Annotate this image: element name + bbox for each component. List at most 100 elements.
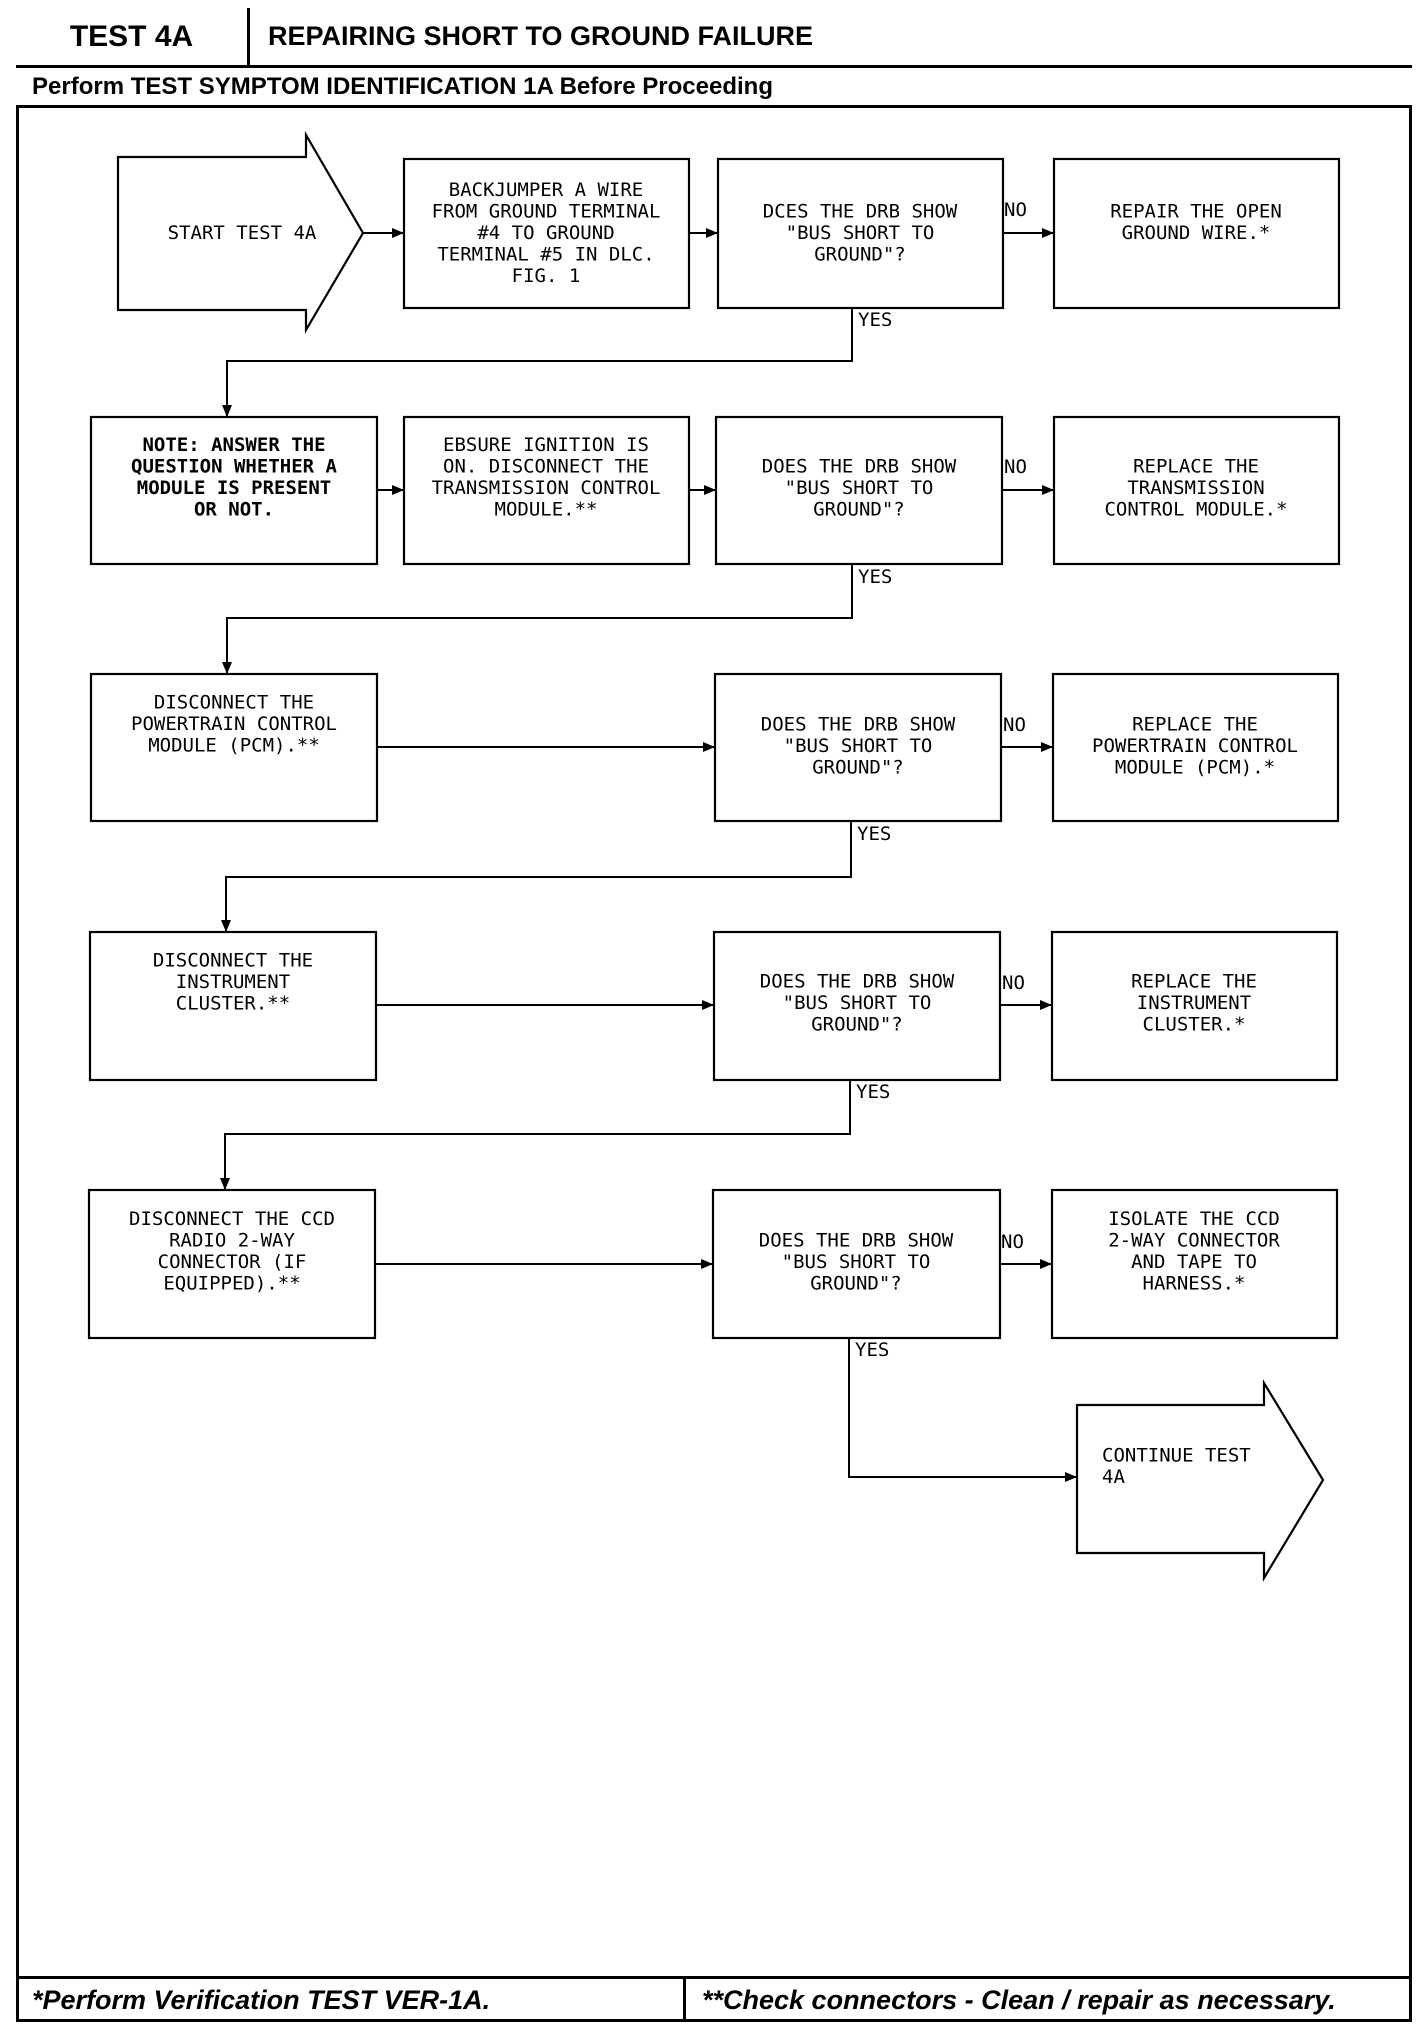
text-line: GROUND"? bbox=[812, 757, 904, 779]
text-line: CONTINUE TEST bbox=[1102, 1444, 1251, 1466]
row1-no-result-box bbox=[1052, 157, 1341, 310]
no-label-row4: NO bbox=[1002, 972, 1025, 994]
text-line: START TEST 4A bbox=[168, 222, 317, 244]
text-line: DOES THE DRB SHOW bbox=[762, 456, 957, 478]
text-line: GROUND"? bbox=[813, 499, 905, 521]
text-line: CONNECTOR (IF bbox=[158, 1251, 307, 1273]
start-label: START TEST 4A bbox=[168, 222, 317, 244]
text-line: POWERTRAIN CONTROL bbox=[1092, 735, 1298, 757]
text-line: OR NOT. bbox=[194, 498, 274, 520]
yes-label-row2: YES bbox=[858, 566, 892, 588]
end-arrow-shape bbox=[1075, 1379, 1325, 1582]
text-line: ON. DISCONNECT THE bbox=[443, 455, 649, 477]
test-title: REPAIRING SHORT TO GROUND FAILURE bbox=[250, 8, 1412, 68]
yes-label-row4: YES bbox=[856, 1081, 890, 1103]
test-id: TEST 4A bbox=[16, 8, 250, 68]
footer-connector-note: **Check connectors - Clean / repair as n… bbox=[686, 1976, 1412, 2022]
text-line: REPLACE THE bbox=[1133, 456, 1259, 478]
text-line: DOES THE DRB SHOW bbox=[761, 714, 956, 736]
text-line: CONTROL MODULE.* bbox=[1104, 499, 1287, 521]
text-line: GROUND"? bbox=[814, 244, 906, 266]
text-line: GROUND"? bbox=[810, 1273, 902, 1295]
text-line: MODULE IS PRESENT bbox=[137, 477, 331, 499]
yes-label-row1: YES bbox=[858, 309, 892, 331]
row2-no-result-box bbox=[1052, 415, 1341, 566]
yes-label-row3: YES bbox=[857, 823, 891, 845]
text-line: HARNESS.* bbox=[1143, 1272, 1246, 1294]
text-line: 2-WAY CONNECTOR bbox=[1108, 1229, 1280, 1251]
text-line: INSTRUMENT bbox=[176, 971, 290, 993]
connector bbox=[222, 308, 853, 417]
connector bbox=[220, 1080, 851, 1190]
text-line: EQUIPPED).** bbox=[163, 1272, 300, 1294]
text-line: POWERTRAIN CONTROL bbox=[131, 713, 337, 735]
text-line: "BUS SHORT TO bbox=[786, 222, 935, 244]
start-arrow-shape bbox=[116, 130, 365, 335]
text-line: DISCONNECT THE bbox=[153, 950, 313, 972]
text-line: TERMINAL #5 IN DLC. bbox=[437, 244, 654, 266]
text-line: DISCONNECT THE bbox=[154, 692, 314, 714]
text-line: NOTE: ANSWER THE bbox=[142, 434, 325, 456]
row3-no-result-box bbox=[1051, 672, 1340, 823]
text-line: INSTRUMENT bbox=[1137, 992, 1251, 1014]
no-label-row3: NO bbox=[1003, 714, 1026, 736]
no-label-row2: NO bbox=[1004, 456, 1027, 478]
text-line: "BUS SHORT TO bbox=[784, 735, 933, 757]
text-line: GROUND"? bbox=[811, 1014, 903, 1036]
no-label-row5: NO bbox=[1001, 1231, 1024, 1253]
footer-verification-note: *Perform Verification TEST VER-1A. bbox=[16, 1976, 686, 2022]
text-line: MODULE (PCM).* bbox=[1115, 757, 1275, 779]
text-line: #4 TO GROUND bbox=[477, 222, 614, 244]
text-line: FROM GROUND TERMINAL bbox=[432, 201, 661, 223]
text-line: MODULE.** bbox=[495, 498, 598, 520]
text-line: FIG. 1 bbox=[512, 265, 581, 287]
connector bbox=[848, 1338, 1077, 1482]
text-line: REPLACE THE bbox=[1132, 714, 1258, 736]
text-line: REPAIR THE OPEN bbox=[1110, 200, 1282, 222]
row5-no-result-box bbox=[1050, 1188, 1339, 1340]
connector bbox=[222, 564, 853, 674]
text-line: DOES THE DRB SHOW bbox=[760, 971, 955, 993]
text-line: RADIO 2-WAY bbox=[169, 1229, 295, 1251]
text-line: 4A bbox=[1102, 1466, 1125, 1488]
text-line: REPLACE THE bbox=[1131, 971, 1257, 993]
text-line: EBSURE IGNITION IS bbox=[443, 434, 649, 456]
text-line: CLUSTER.* bbox=[1143, 1014, 1246, 1036]
prerequisite-note: Perform TEST SYMPTOM IDENTIFICATION 1A B… bbox=[16, 68, 1412, 108]
text-line: GROUND WIRE.* bbox=[1122, 222, 1271, 244]
text-line: "BUS SHORT TO bbox=[782, 1251, 931, 1273]
text-line: "BUS SHORT TO bbox=[785, 477, 934, 499]
text-line: TRANSMISSION CONTROL bbox=[432, 477, 661, 499]
text-line: AND TAPE TO bbox=[1131, 1251, 1257, 1273]
text-line: ISOLATE THE CCD bbox=[1108, 1208, 1280, 1230]
text-line: DOES THE DRB SHOW bbox=[759, 1230, 954, 1252]
text-line: BACKJUMPER A WIRE bbox=[449, 179, 643, 201]
text-line: DISCONNECT THE CCD bbox=[129, 1208, 335, 1230]
yes-label-row5: YES bbox=[855, 1339, 889, 1361]
text-line: TRANSMISSION bbox=[1127, 477, 1264, 499]
text-line: CLUSTER.** bbox=[176, 993, 290, 1015]
no-label-row1: NO bbox=[1004, 199, 1027, 221]
text-line: QUESTION WHETHER A bbox=[131, 455, 337, 477]
text-line: "BUS SHORT TO bbox=[783, 992, 932, 1014]
text-line: MODULE (PCM).** bbox=[148, 735, 320, 757]
row4-no-result-box bbox=[1050, 930, 1339, 1082]
